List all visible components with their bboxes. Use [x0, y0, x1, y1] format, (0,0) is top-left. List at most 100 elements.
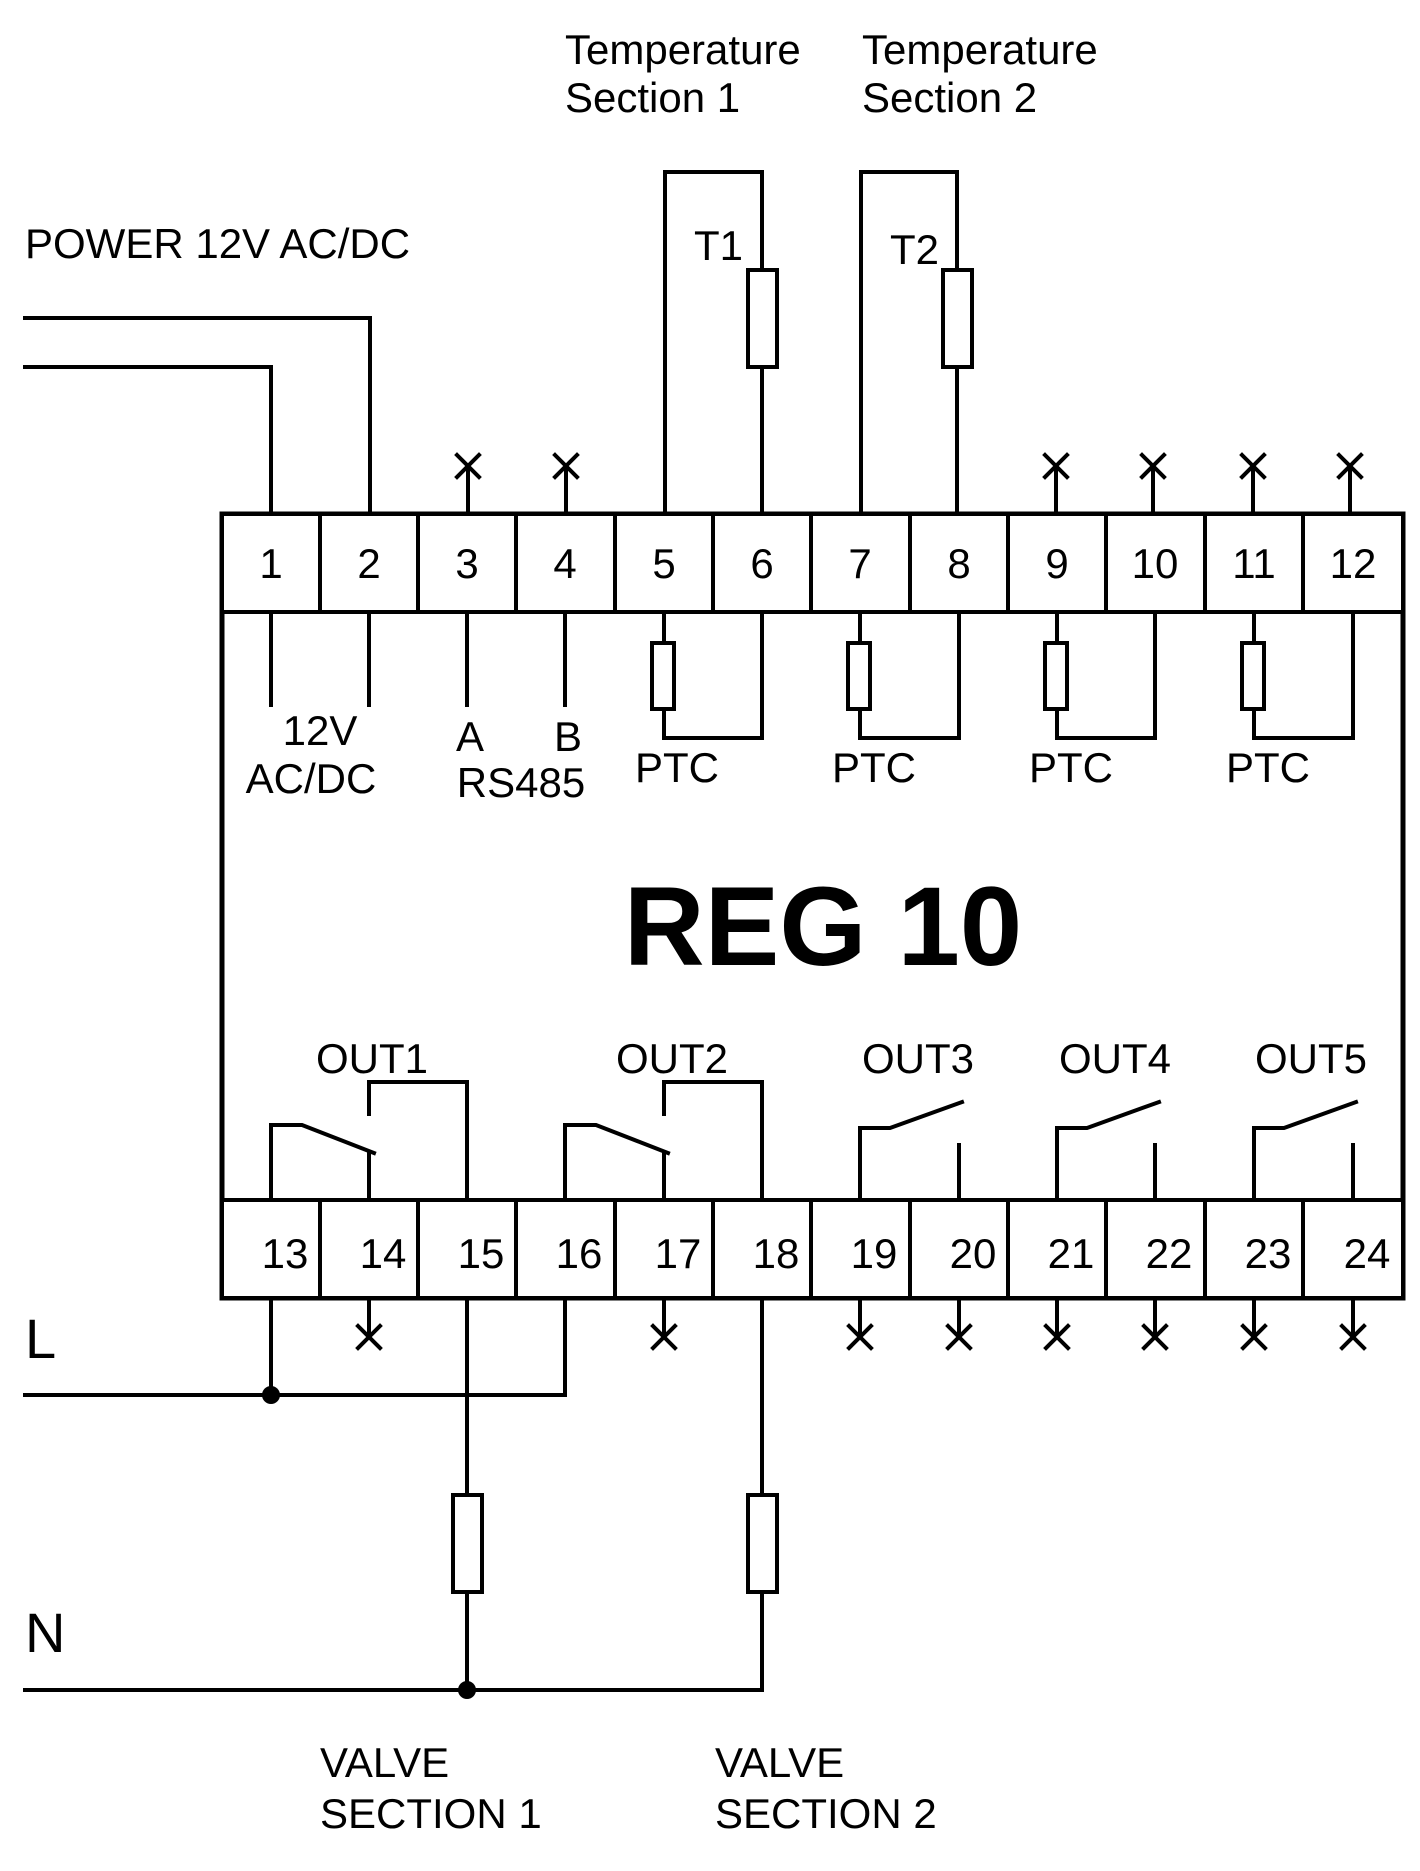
power-label: POWER 12V AC/DC [25, 220, 410, 267]
terminal-22-number: 22 [1146, 1230, 1193, 1277]
terminal-23 [1203, 1198, 1305, 1300]
t2-wire [859, 170, 959, 516]
terminal-19 [809, 1198, 912, 1300]
terminal-14 [318, 1198, 420, 1300]
terminal-1-number: 1 [259, 540, 282, 587]
temp-section-1-line1: Temperature [565, 26, 801, 73]
terminal-17 [613, 1198, 715, 1300]
terminal-3 [416, 512, 518, 614]
neutral-junction [458, 1681, 476, 1699]
terminal-7 [809, 512, 912, 614]
terminal-24-number: 24 [1344, 1230, 1391, 1277]
terminal-19-number: 19 [851, 1230, 898, 1277]
terminal-18 [711, 1198, 813, 1300]
t2-resistor [941, 268, 974, 369]
terminal-12 [1301, 512, 1405, 614]
out3-relay-contact [858, 1099, 965, 1202]
out5-relay-contact [1252, 1099, 1359, 1202]
line-junction [262, 1386, 280, 1404]
terminal-7-number: 7 [848, 540, 871, 587]
nc-terminal-24 [1339, 1296, 1367, 1351]
temp-section-2-line2: Section 2 [862, 74, 1037, 121]
terminal-9-number: 9 [1045, 540, 1068, 587]
terminal-21-number: 21 [1048, 1230, 1095, 1277]
nc-terminal-11 [1239, 452, 1267, 516]
terminal-15-number: 15 [458, 1230, 505, 1277]
out1-label: OUT1 [316, 1035, 428, 1082]
ptc-circuit-3 [1043, 610, 1157, 740]
out1-relay-contact [269, 1080, 469, 1202]
terminal-5 [613, 512, 715, 614]
terminal-12-number: 12 [1330, 540, 1377, 587]
terminal-5-number: 5 [652, 540, 675, 587]
out4-label: OUT4 [1059, 1035, 1171, 1082]
device-title: REG 10 [624, 864, 1022, 989]
power-wire-terminal-1 [23, 365, 273, 516]
line-label: L [25, 1307, 56, 1370]
ptc-label-4: PTC [1226, 744, 1310, 791]
nc-terminal-14 [355, 1296, 383, 1351]
internal-power-label-2: AC/DC [246, 755, 377, 802]
terminal-17-number: 17 [655, 1230, 702, 1277]
ptc-circuit-4 [1240, 610, 1355, 740]
out4-relay-contact [1055, 1099, 1162, 1202]
neutral-label: N [25, 1601, 65, 1664]
terminal-6-number: 6 [750, 540, 773, 587]
valve-section-1-line1: VALVE [320, 1739, 449, 1786]
terminal-20-number: 20 [950, 1230, 997, 1277]
internal-power-label-1: 12V [283, 707, 358, 754]
terminal-9 [1006, 512, 1108, 614]
terminal-4-number: 4 [553, 540, 576, 587]
out2-label: OUT2 [616, 1035, 728, 1082]
bottom-terminal-strip: 13 14 15 16 17 18 19 20 21 22 23 24 [220, 1198, 1405, 1300]
terminal-11-number: 11 [1232, 540, 1276, 587]
nc-terminal-21 [1043, 1296, 1071, 1351]
nc-terminal-19 [846, 1296, 874, 1351]
nc-terminal-17 [650, 1296, 678, 1351]
terminal-23-number: 23 [1245, 1230, 1292, 1277]
nc-terminal-10 [1139, 452, 1167, 516]
t1-wire [663, 170, 764, 516]
valve-section-2-line1: VALVE [715, 1739, 844, 1786]
out3-label: OUT3 [862, 1035, 974, 1082]
valve-section-1-line2: SECTION 1 [320, 1790, 542, 1837]
terminal-8-number: 8 [947, 540, 970, 587]
terminal-10-number: 10 [1132, 540, 1179, 587]
temp-section-1-line2: Section 1 [565, 74, 740, 121]
rs485-label: RS485 [457, 759, 585, 806]
nc-terminal-22 [1141, 1296, 1169, 1351]
terminal-15 [416, 1198, 518, 1300]
ptc-label-2: PTC [832, 744, 916, 791]
nc-terminal-23 [1240, 1296, 1268, 1351]
ptc-circuit-2 [846, 610, 961, 740]
terminal-14-number: 14 [360, 1230, 407, 1277]
ptc-label-3: PTC [1029, 744, 1113, 791]
nc-terminal-9 [1042, 452, 1070, 516]
out5-label: OUT5 [1255, 1035, 1367, 1082]
terminal-24 [1301, 1198, 1405, 1300]
nc-terminal-12 [1336, 452, 1364, 516]
temp-section-2-line1: Temperature [862, 26, 1098, 73]
rs485-b-label: B [554, 713, 582, 760]
ptc-label-1: PTC [635, 744, 719, 791]
valve-1-coil [451, 1493, 484, 1594]
terminal-20 [908, 1198, 1010, 1300]
terminal-16-number: 16 [556, 1230, 603, 1277]
top-terminal-strip: 1 2 3 4 5 6 7 8 9 10 11 12 [220, 512, 1405, 614]
t2-label: T2 [890, 226, 939, 273]
valve-2-coil [746, 1493, 779, 1594]
t1-resistor [746, 268, 779, 369]
nc-terminal-4 [552, 452, 580, 516]
power-wire-terminal-2 [23, 316, 372, 516]
terminal-3-number: 3 [455, 540, 478, 587]
terminal-2-number: 2 [357, 540, 380, 587]
valve-section-2-line2: SECTION 2 [715, 1790, 937, 1837]
nc-terminal-3 [454, 452, 482, 516]
t1-label: T1 [694, 222, 743, 269]
out2-relay-contact [563, 1080, 764, 1202]
rs485-a-label: A [456, 713, 484, 760]
terminal-13-number: 13 [262, 1230, 309, 1277]
ptc-circuit-1 [650, 610, 764, 740]
terminal-18-number: 18 [753, 1230, 800, 1277]
